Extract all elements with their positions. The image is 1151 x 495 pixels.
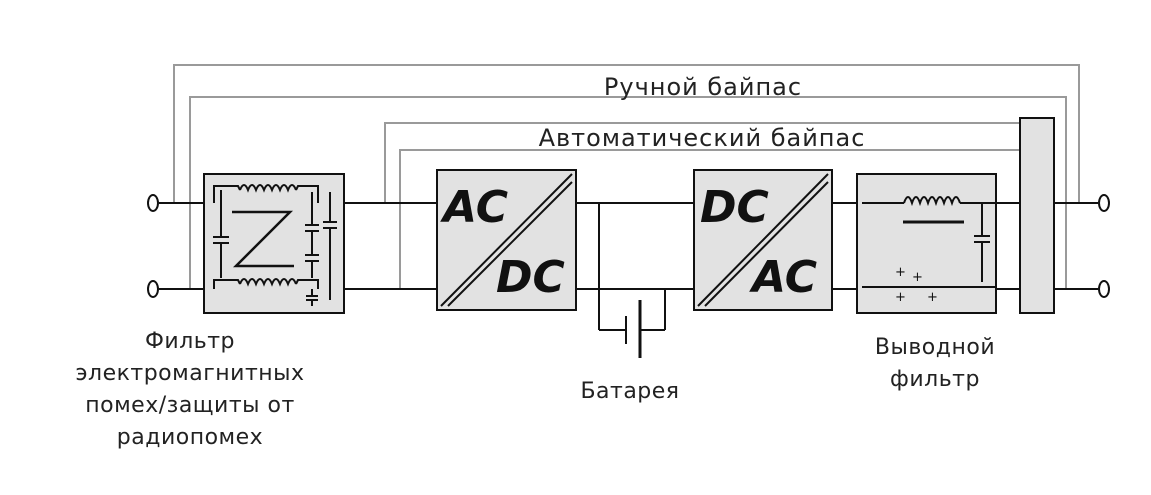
battery-symbol bbox=[598, 203, 666, 358]
emi-filter-caption-line: радиопомех bbox=[116, 425, 264, 450]
emi-filter-caption-line: Фильтр bbox=[144, 329, 236, 354]
svg-text:+: + bbox=[895, 290, 906, 305]
bypass-switch-block bbox=[1019, 117, 1055, 314]
rectifier-output-label: DC bbox=[496, 252, 565, 303]
output-filter-caption-line: фильтр bbox=[890, 367, 980, 392]
auto-bypass-label: Автоматический байпас bbox=[539, 124, 866, 152]
svg-text:+: + bbox=[927, 290, 938, 305]
svg-text:+: + bbox=[912, 270, 923, 285]
battery-caption: Батарея bbox=[545, 376, 715, 408]
auto-bypass-lines bbox=[384, 122, 1021, 289]
emi-filter-caption: Фильтр электромагнитных помех/защиты от … bbox=[40, 326, 340, 454]
emi-filter-caption-line: электромагнитных bbox=[75, 361, 305, 386]
emi-filter-block bbox=[203, 173, 345, 314]
svg-text:+: + bbox=[895, 265, 906, 280]
battery-caption-text: Батарея bbox=[580, 379, 680, 404]
manual-bypass-lines bbox=[173, 64, 1080, 289]
inverter-output-label: AC bbox=[749, 252, 817, 303]
rectifier-block: AC DC bbox=[436, 169, 577, 311]
inverter-block: DC AC bbox=[693, 169, 833, 311]
main-lines bbox=[159, 202, 1098, 290]
manual-bypass-label: Ручной байпас bbox=[604, 73, 802, 101]
rectifier-input-label: AC bbox=[440, 182, 508, 233]
inverter-input-label: DC bbox=[700, 182, 769, 233]
input-terminals bbox=[147, 194, 159, 298]
output-filter-block: + + + + bbox=[856, 173, 997, 314]
output-terminals bbox=[1098, 194, 1110, 298]
plus-signs: + + + + bbox=[895, 265, 938, 305]
output-filter-caption: Выводной фильтр bbox=[845, 332, 1025, 396]
output-filter-caption-line: Выводной bbox=[874, 335, 996, 360]
emi-filter-caption-line: помех/защиты от bbox=[85, 393, 295, 418]
